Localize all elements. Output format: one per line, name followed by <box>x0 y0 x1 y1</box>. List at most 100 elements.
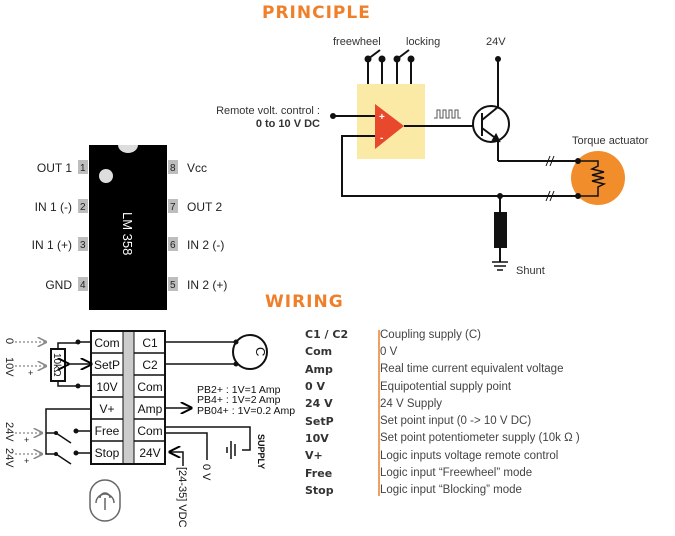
legend-value: Equipotential supply point <box>380 380 512 393</box>
terminal-vplus: V+ <box>99 402 114 416</box>
terminal-10v: 10V <box>96 380 117 394</box>
terminal-com: Com <box>94 336 119 350</box>
locking-switch-icon <box>393 49 415 84</box>
terminal-amp: Amp <box>138 402 163 416</box>
pin-label: GND <box>45 278 72 292</box>
legend-row: V+ Logic inputs voltage remote control <box>305 447 675 464</box>
legend-row: Stop Logic input “Blocking” mode <box>305 482 675 499</box>
pin-label: OUT 1 <box>37 161 72 175</box>
shunt-label: Shunt <box>516 265 545 277</box>
legend-row: Free Logic input “Freewheel” mode <box>305 464 675 481</box>
legend-key: SetP <box>305 414 334 428</box>
amp-note: PB4+ : 1V=2 Amp <box>197 394 281 406</box>
pin-label: IN 2 (-) <box>187 238 224 252</box>
pin-number: 3 <box>80 240 86 251</box>
terminal-free: Free <box>95 424 120 438</box>
pin-number: 7 <box>170 202 176 213</box>
pin-label: OUT 2 <box>187 200 222 214</box>
pin-number: 2 <box>80 202 86 213</box>
torque-actuator-icon <box>571 151 625 205</box>
input-stop-24v-label: 24V <box>3 448 15 468</box>
break-mark-icon <box>545 155 555 202</box>
pin1-marker-icon <box>99 169 113 183</box>
remote-control-label: Remote volt. control : <box>216 105 320 117</box>
vdc-range-label: [24-35] VDC <box>176 467 188 528</box>
legend-key: 24 V <box>305 397 333 411</box>
shunt-resistor-icon <box>494 212 507 248</box>
freewheel-label: freewheel <box>333 36 381 48</box>
pin-label: IN 2 (+) <box>187 278 227 292</box>
wiring-title: WIRING <box>265 292 344 312</box>
plus-sign: + <box>28 368 33 378</box>
legend-divider <box>378 330 380 496</box>
remote-control-range: 0 to 10 V DC <box>256 118 320 130</box>
legend-value: Logic input “Freewheel” mode <box>380 467 533 480</box>
legend-key: Free <box>305 466 333 480</box>
pin-label: Vcc <box>187 161 207 175</box>
legend-row: 24 V 24 V Supply <box>305 395 675 412</box>
legend-value: 24 V Supply <box>380 397 443 410</box>
supply-node-icon <box>495 56 501 62</box>
potentiometer-value: 10kΩ <box>51 353 62 377</box>
opamp-icon <box>375 104 404 149</box>
legend-value: 0 V <box>380 345 398 358</box>
pin-number: 4 <box>80 280 86 291</box>
terminal-com: Com <box>137 380 162 394</box>
amp-note: PB04+ : 1V=0.2 Amp <box>197 405 295 417</box>
legend-value: Set point potentiometer supply (10k Ω ) <box>380 432 580 445</box>
input-10v-label: 10V <box>3 357 15 377</box>
legend-key: 0 V <box>305 380 325 394</box>
ground-icon <box>492 261 508 271</box>
locking-label: locking <box>406 36 440 48</box>
pin-label: IN 1 (-) <box>35 200 72 214</box>
principle-circuit: freewheel locking 24V Remote volt. contr… <box>216 36 649 277</box>
input-0-label: 0 <box>3 338 15 344</box>
legend-value: Logic inputs voltage remote control <box>380 449 559 462</box>
pin-number: 1 <box>80 163 86 174</box>
input-free-24v-label: 24V <box>3 422 15 442</box>
legend-key: Stop <box>305 483 334 497</box>
terminal-c2: C2 <box>142 358 158 372</box>
terminal-24v: 24V <box>139 446 160 460</box>
transistor-icon <box>472 59 510 161</box>
resistor-icon <box>578 160 607 197</box>
plus-sign: + <box>24 456 29 466</box>
legend-row: Amp Real time current equivalent voltage <box>305 361 675 378</box>
legend-value: Real time current equivalent voltage <box>380 363 564 376</box>
amp-note: PB2+ : 1V=1 Amp <box>197 384 281 396</box>
freewheel-switch-icon <box>364 49 386 84</box>
zero-v-label: 0 V <box>200 464 212 481</box>
supply-24v-label: 24V <box>486 36 506 48</box>
legend-row: 0 V Equipotential supply point <box>305 378 675 395</box>
principle-title: PRINCIPLE <box>262 3 371 23</box>
certification-logo-icon <box>89 479 121 522</box>
logic-switches-icon <box>45 408 91 465</box>
terminal-com: Com <box>137 424 162 438</box>
legend-key: Com <box>305 345 333 359</box>
pin-label: IN 1 (+) <box>32 238 72 252</box>
legend-key: V+ <box>305 449 323 463</box>
legend-row: Com 0 V <box>305 343 675 360</box>
plus-sign: + <box>24 435 29 445</box>
pin-number: 8 <box>170 163 176 174</box>
pin-number: 6 <box>170 240 176 251</box>
opamp-plus: + <box>379 112 385 123</box>
pwm-signal-icon <box>434 109 461 119</box>
legend-key: Amp <box>305 362 333 376</box>
potentiometer-icon <box>50 341 91 387</box>
coupling-icon <box>232 334 268 370</box>
opamp-minus: - <box>380 133 383 144</box>
terminal-c1: C1 <box>142 336 158 350</box>
wiring-diagram: Com SetP 10V V+ Free Stop C1 C2 Com Amp … <box>3 330 295 528</box>
chip-name: LM 358 <box>120 212 135 255</box>
coupling-label: C <box>253 347 268 356</box>
legend-value: Set point input (0 -> 10 V DC) <box>380 415 532 428</box>
legend-value: Coupling supply (C) <box>380 328 481 341</box>
torque-actuator-label: Torque actuator <box>572 135 649 147</box>
terminal-setp: SetP <box>94 358 120 372</box>
legend-value: Logic input “Blocking” mode <box>380 484 522 497</box>
